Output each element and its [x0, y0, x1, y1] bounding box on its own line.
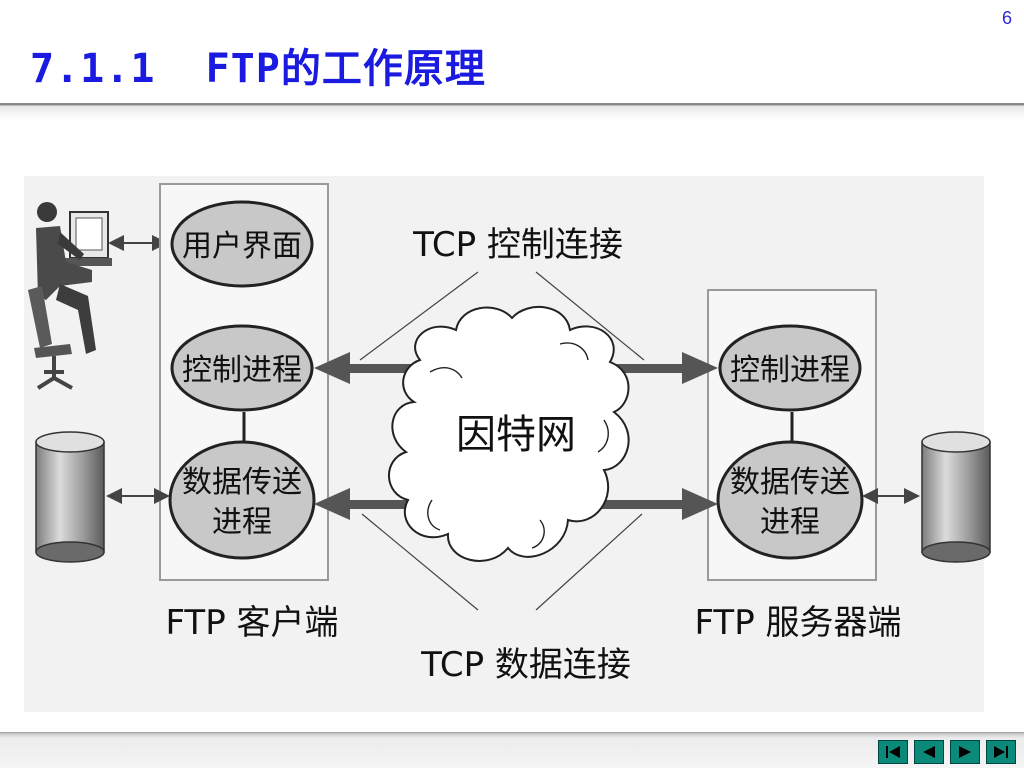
tcp-connection-lines — [359, 271, 645, 611]
last-slide-button[interactable] — [986, 740, 1016, 764]
client-label: FTP 客户端 — [165, 603, 338, 643]
slide-navigation — [878, 740, 1016, 764]
server-data-process-label-2: 进程 — [760, 505, 820, 540]
server-control-process-label: 控制进程 — [730, 353, 850, 388]
data-connection-arrows — [314, 488, 718, 520]
server-data-process-label-1: 数据传送 — [730, 465, 850, 500]
internet-cloud-icon — [388, 305, 630, 562]
skip-last-icon — [994, 746, 1008, 758]
slide-title: 7.1.1 FTP的工作原理 — [30, 46, 486, 92]
server-data-process-node — [716, 440, 864, 560]
client-user-interface-label: 用户界面 — [182, 229, 302, 264]
client-user-interface-node — [170, 200, 314, 288]
next-icon — [959, 746, 971, 758]
client-data-process-node — [168, 440, 316, 560]
prev-icon — [923, 746, 935, 758]
client-data-process-label-2: 进程 — [212, 505, 272, 540]
tcp-control-label: TCP 控制连接 — [412, 225, 623, 265]
server-database-icon — [921, 431, 991, 563]
footer-bar — [0, 732, 1024, 768]
first-slide-button[interactable] — [878, 740, 908, 764]
control-connection-arrows — [314, 352, 718, 384]
title-divider — [0, 103, 1024, 121]
previous-slide-button[interactable] — [914, 740, 944, 764]
server-control-process-node — [718, 324, 862, 412]
client-database-icon — [35, 431, 105, 563]
skip-first-icon — [886, 746, 900, 758]
client-data-process-label-1: 数据传送 — [182, 465, 302, 500]
client-control-process-label: 控制进程 — [182, 353, 302, 388]
internet-label: 因特网 — [456, 412, 576, 458]
next-slide-button[interactable] — [950, 740, 980, 764]
server-label: FTP 服务器端 — [694, 603, 901, 643]
user-computer-icon — [28, 202, 112, 390]
tcp-data-label: TCP 数据连接 — [420, 645, 631, 685]
page-number: 6 — [1001, 8, 1012, 28]
client-control-process-node — [170, 324, 314, 412]
